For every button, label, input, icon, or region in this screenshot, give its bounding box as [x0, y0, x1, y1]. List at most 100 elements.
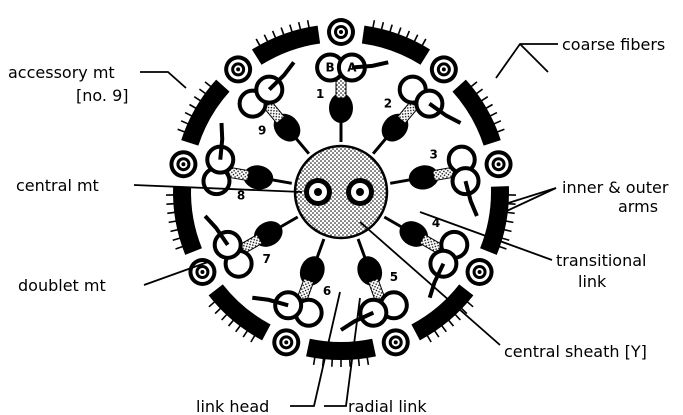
fiber-tooth [209, 302, 215, 307]
fiber-tooth [173, 238, 181, 240]
fiber-tooth [448, 320, 453, 326]
fiber-tooth [471, 82, 477, 87]
fiber-tooth [251, 335, 255, 342]
central-microtubule-left [304, 178, 332, 206]
transitional-link [336, 78, 346, 98]
accessory-mt [224, 55, 252, 83]
accessory-mt [382, 328, 410, 356]
label-radial-link: radial link [348, 397, 427, 415]
doublet-number: 2 [384, 97, 392, 111]
fiber-tooth [358, 358, 359, 366]
label-accessory-mt-note: [no. 9] [76, 86, 128, 105]
fiber-tooth [256, 39, 260, 46]
fiber-tooth [185, 113, 192, 117]
label-link-head: link head [196, 397, 269, 415]
doublet-number: 8 [237, 188, 245, 202]
label-transitional-link-2: link [578, 272, 607, 291]
accessory-mt [327, 18, 355, 46]
fiber-tooth [414, 35, 418, 42]
fiber-tooth [299, 22, 301, 30]
fiber-tooth [499, 246, 507, 249]
fiber-tooth [367, 357, 368, 365]
label-inner-outer-arms-1: inner & outer [562, 178, 669, 197]
fiber-tooth [490, 113, 497, 117]
coarse-fiber [209, 284, 271, 340]
dynein-arm [220, 123, 222, 160]
doublet-2: 2 [373, 77, 460, 154]
fiber-tooth [290, 25, 292, 33]
tubule-b-label: B [326, 60, 335, 74]
accessory-mt [430, 55, 458, 83]
fiber-tooth [243, 330, 247, 337]
coarse-fiber [252, 26, 320, 65]
fiber-tooth [504, 230, 512, 232]
central-microtubule-right [346, 178, 374, 206]
label-central-sheath: central sheath [Y] [504, 342, 647, 361]
coarse-fiber [173, 186, 202, 255]
fiber-tooth [215, 308, 221, 314]
fiber-tooth [205, 82, 211, 87]
doublet-number: 5 [390, 270, 398, 284]
fiber-tooth [281, 28, 284, 36]
label-transitional-link-1: transitional [556, 251, 646, 270]
fiber-tooth [222, 314, 227, 320]
fiber-tooth [481, 97, 488, 101]
doublet-number: 1 [316, 87, 324, 101]
fiber-tooth [236, 325, 241, 331]
fiber-tooth [486, 105, 493, 109]
label-accessory-mt: accessory mt [8, 63, 115, 82]
fiber-tooth [176, 246, 184, 249]
fiber-tooth [422, 39, 426, 46]
doublet-number: 3 [430, 148, 438, 162]
doublet-number: 7 [263, 252, 271, 266]
doublet-number: 9 [258, 123, 266, 137]
accessory-mt [466, 258, 494, 286]
fiber-tooth [442, 325, 447, 331]
fiber-tooth [476, 89, 482, 94]
coarse-fiber [480, 186, 509, 255]
fiber-tooth [169, 221, 177, 222]
doublet-3: 3 [390, 147, 478, 216]
fiber-tooth [314, 357, 315, 365]
fiber-tooth [507, 212, 515, 213]
fiber-tooth [390, 25, 392, 33]
fiber-tooth [273, 31, 276, 38]
fiber-tooth [166, 204, 174, 205]
label-coarse-fibers: coarse fibers [562, 35, 665, 54]
fiber-tooth [178, 129, 185, 132]
doublet-7: 7 [205, 216, 298, 277]
accessory-mt [485, 150, 513, 178]
fiber-tooth [229, 320, 234, 326]
coarse-fiber [306, 339, 376, 360]
fiber-tooth [505, 221, 513, 222]
doublet-number: 6 [323, 284, 331, 298]
fiber-tooth [373, 20, 375, 28]
fiber-tooth [199, 89, 205, 94]
label-doublet-mt: doublet mt [18, 276, 106, 295]
fiber-tooth [194, 97, 201, 101]
fiber-tooth [427, 335, 431, 342]
accessory-mt [272, 328, 300, 356]
fiber-tooth [189, 105, 196, 109]
fiber-tooth [434, 330, 438, 337]
tubule-a-label: A [347, 60, 357, 74]
label-central-mt: central mt [16, 176, 99, 195]
fiber-tooth [467, 302, 473, 307]
fiber-tooth [406, 31, 409, 38]
fiber-tooth [308, 20, 310, 28]
label-inner-outer-arms-2: arms [618, 197, 658, 216]
accessory-mt [188, 258, 216, 286]
fiber-tooth [398, 28, 401, 36]
doublet-4: 4 [384, 216, 467, 298]
fiber-tooth [167, 212, 175, 213]
fiber-tooth [381, 22, 383, 30]
fiber-tooth [497, 129, 504, 132]
coarse-fiber [452, 80, 500, 146]
doublet-5: 5 [341, 239, 407, 330]
accessory-mt [169, 150, 197, 178]
fiber-tooth [170, 230, 178, 232]
fiber-tooth [264, 35, 268, 42]
fiber-tooth [494, 121, 501, 124]
fiber-tooth [181, 121, 188, 124]
